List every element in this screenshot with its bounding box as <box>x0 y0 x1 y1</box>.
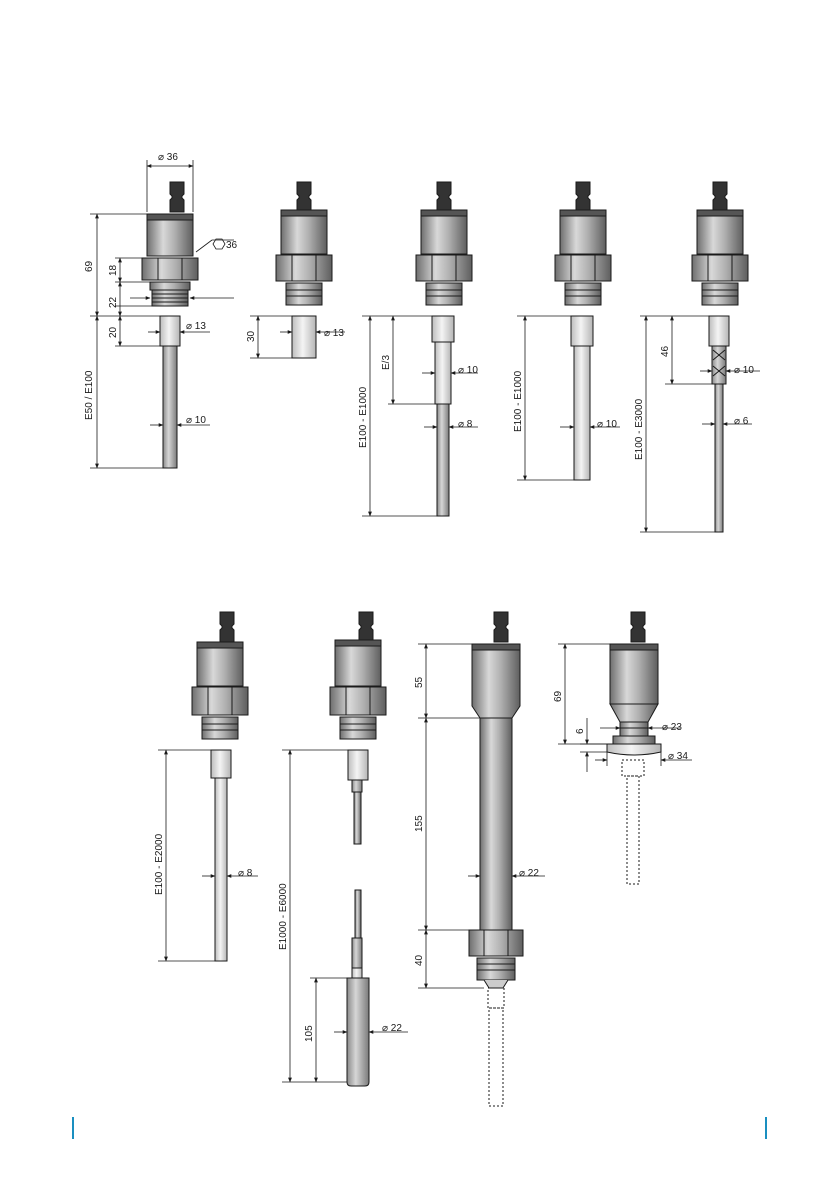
p5-dia-sleeve: ⌀ 10 <box>734 365 754 376</box>
p9-dia-outer: ⌀ 34 <box>668 751 688 762</box>
probe-7 <box>330 612 386 1086</box>
p6-length: E100 - E2000 <box>154 833 165 895</box>
p2-dia-stub: ⌀ 13 <box>324 328 344 339</box>
p5-dia-rod: ⌀ 6 <box>734 416 749 427</box>
p4-dia-rod: ⌀ 10 <box>597 419 617 430</box>
p8-h-tube: 155 <box>414 815 425 832</box>
p3-length: E100 - E1000 <box>358 386 369 448</box>
p6-dia-rod: ⌀ 8 <box>238 868 253 879</box>
p1-dia-top: ⌀ 36 <box>158 152 178 163</box>
probe-6-dimensions <box>158 750 258 961</box>
p1-dia-stem: ⌀ 13 <box>186 321 206 332</box>
p1-h-thread: 22 <box>108 296 119 308</box>
p1-h-total: 69 <box>84 260 95 272</box>
p3-dia-lower: ⌀ 8 <box>458 419 473 430</box>
p1-h-hex: 18 <box>108 264 119 276</box>
p9-h-total: 69 <box>553 690 564 702</box>
p4-length: E100 - E1000 <box>513 370 524 432</box>
p3-dia-upper: ⌀ 10 <box>458 365 478 376</box>
p8-h-head: 55 <box>414 676 425 688</box>
p7-length: E1000 - E6000 <box>278 883 289 950</box>
p1-h-stem: 20 <box>108 326 119 338</box>
probe-3-dimensions <box>362 316 478 516</box>
p7-dia-weight: ⌀ 22 <box>382 1023 402 1034</box>
p1-dia-rod: ⌀ 10 <box>186 415 206 426</box>
p8-h-nut: 40 <box>414 954 425 966</box>
page-margin-marker-right <box>765 1117 767 1139</box>
p3-third: E/3 <box>381 355 392 370</box>
probe-8 <box>469 612 523 1106</box>
p8-dia-tube: ⌀ 22 <box>519 868 539 879</box>
p1-hex: 36 <box>226 240 238 251</box>
probe-9 <box>607 612 661 884</box>
probe-3 <box>416 182 472 516</box>
p5-length: E100 - E3000 <box>634 398 645 460</box>
p7-h-weight: 105 <box>304 1025 315 1042</box>
probe-6 <box>192 612 248 961</box>
p9-dia-inner: ⌀ 23 <box>662 722 682 733</box>
probe-5 <box>692 182 748 532</box>
probe-4-dimensions <box>517 316 620 480</box>
p9-h-flange: 6 <box>575 728 586 734</box>
p2-h-stub: 30 <box>246 330 257 342</box>
p5-h-sleeve: 46 <box>660 345 671 357</box>
page-margin-marker-left <box>72 1117 74 1139</box>
probe-4 <box>555 182 611 480</box>
probe-1-dimensions <box>90 160 234 468</box>
p1-length: E50 / E100 <box>84 370 95 420</box>
